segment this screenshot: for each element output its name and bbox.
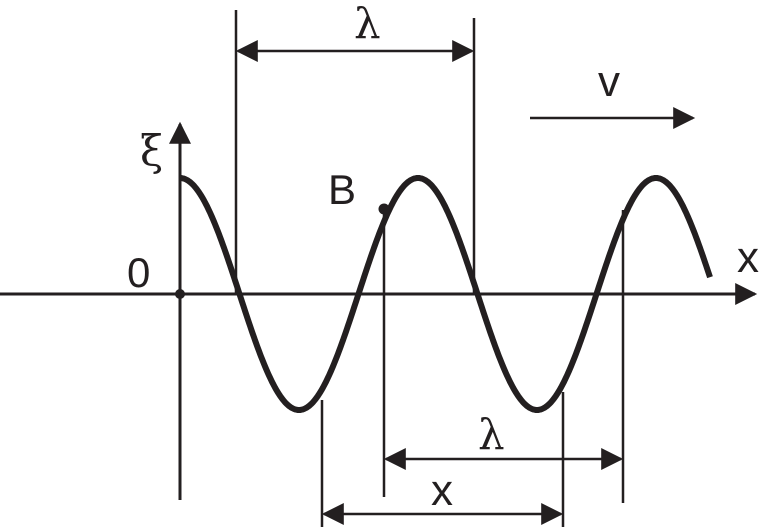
origin-dot <box>175 289 185 299</box>
distance-label: x <box>431 466 453 515</box>
x-axis-label: x <box>737 233 759 282</box>
y-axis-label: ξ <box>140 126 163 175</box>
velocity-label: v <box>598 57 620 106</box>
point-b-dot <box>378 203 390 215</box>
wavelength-bottom-label: λ <box>478 410 505 459</box>
wavelength-top-label: λ <box>354 0 381 48</box>
origin-label: 0 <box>127 249 150 296</box>
point-b-label: B <box>328 166 356 213</box>
wave-curve <box>178 175 713 413</box>
